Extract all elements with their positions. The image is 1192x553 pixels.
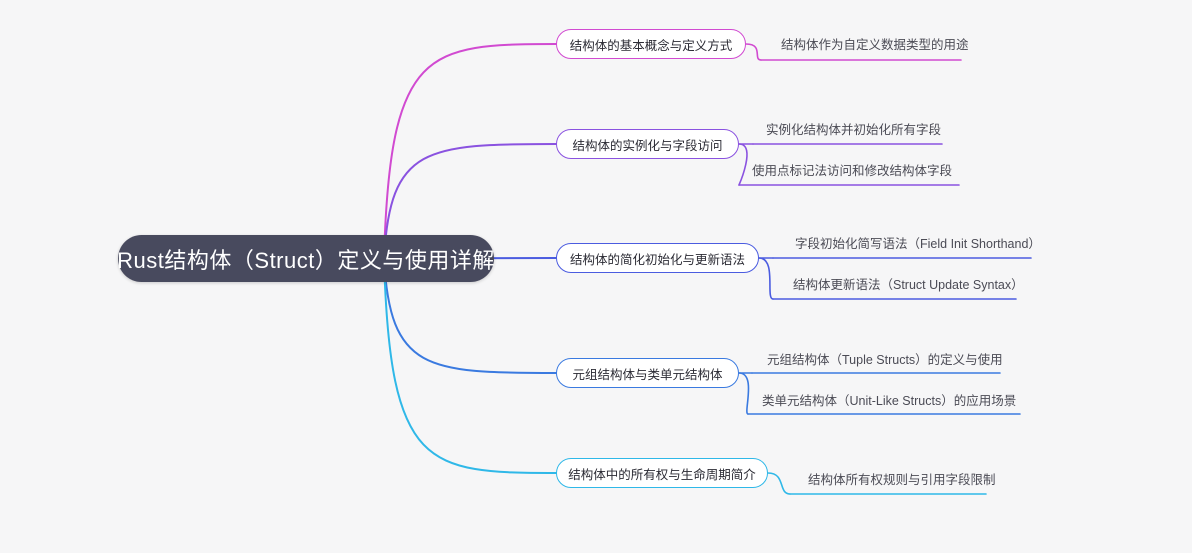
leaf-node-3-1[interactable]: 字段初始化简写语法（Field Init Shorthand）	[795, 233, 1041, 257]
leaf-node-5-1[interactable]: 结构体所有权规则与引用字段限制	[808, 469, 996, 493]
branch-node-3[interactable]: 结构体的简化初始化与更新语法	[556, 243, 759, 273]
leaf-node-4-2[interactable]: 类单元结构体（Unit-Like Structs）的应用场景	[762, 390, 1016, 414]
branch-node-5[interactable]: 结构体中的所有权与生命周期简介	[556, 458, 768, 488]
branch-node-label: 结构体中的所有权与生命周期简介	[568, 467, 756, 482]
leaf-node-label: 结构体作为自定义数据类型的用途	[781, 38, 969, 52]
root-node[interactable]: Rust结构体（Struct）定义与使用详解	[117, 235, 494, 282]
leaf-node-label: 结构体所有权规则与引用字段限制	[808, 473, 996, 487]
leaf-node-label: 结构体更新语法（Struct Update Syntax）	[793, 278, 1024, 292]
connector-line	[767, 472, 791, 495]
branch-node-label: 结构体的基本概念与定义方式	[569, 38, 733, 53]
connector-line	[738, 372, 750, 415]
leaf-node-label: 使用点标记法访问和修改结构体字段	[752, 164, 953, 178]
connector-line	[738, 143, 748, 186]
leaf-node-2-1[interactable]: 实例化结构体并初始化所有字段	[766, 119, 941, 143]
leaf-node-4-1[interactable]: 元组结构体（Tuple Structs）的定义与使用	[767, 349, 1003, 373]
leaf-node-label: 字段初始化简写语法（Field Init Shorthand）	[795, 237, 1041, 251]
branch-node-2[interactable]: 结构体的实例化与字段访问	[556, 129, 739, 159]
leaf-node-label: 类单元结构体（Unit-Like Structs）的应用场景	[762, 394, 1017, 408]
connector-line	[745, 43, 762, 61]
connector-line	[758, 257, 774, 300]
leaf-node-2-2[interactable]: 使用点标记法访问和修改结构体字段	[752, 160, 952, 184]
connector-line	[383, 257, 557, 474]
branch-node-label: 结构体的简化初始化与更新语法	[570, 252, 746, 267]
branch-node-4[interactable]: 元组结构体与类单元结构体	[556, 358, 739, 388]
connector-line	[383, 43, 557, 260]
leaf-node-3-2[interactable]: 结构体更新语法（Struct Update Syntax）	[793, 274, 1024, 298]
branch-node-label: 结构体的实例化与字段访问	[572, 138, 723, 153]
leaf-node-label: 元组结构体（Tuple Structs）的定义与使用	[767, 353, 1003, 367]
leaf-node-label: 实例化结构体并初始化所有字段	[766, 123, 942, 137]
branch-node-1[interactable]: 结构体的基本概念与定义方式	[556, 29, 746, 59]
branch-node-label: 元组结构体与类单元结构体	[572, 367, 723, 382]
leaf-node-1-1[interactable]: 结构体作为自定义数据类型的用途	[781, 34, 969, 58]
